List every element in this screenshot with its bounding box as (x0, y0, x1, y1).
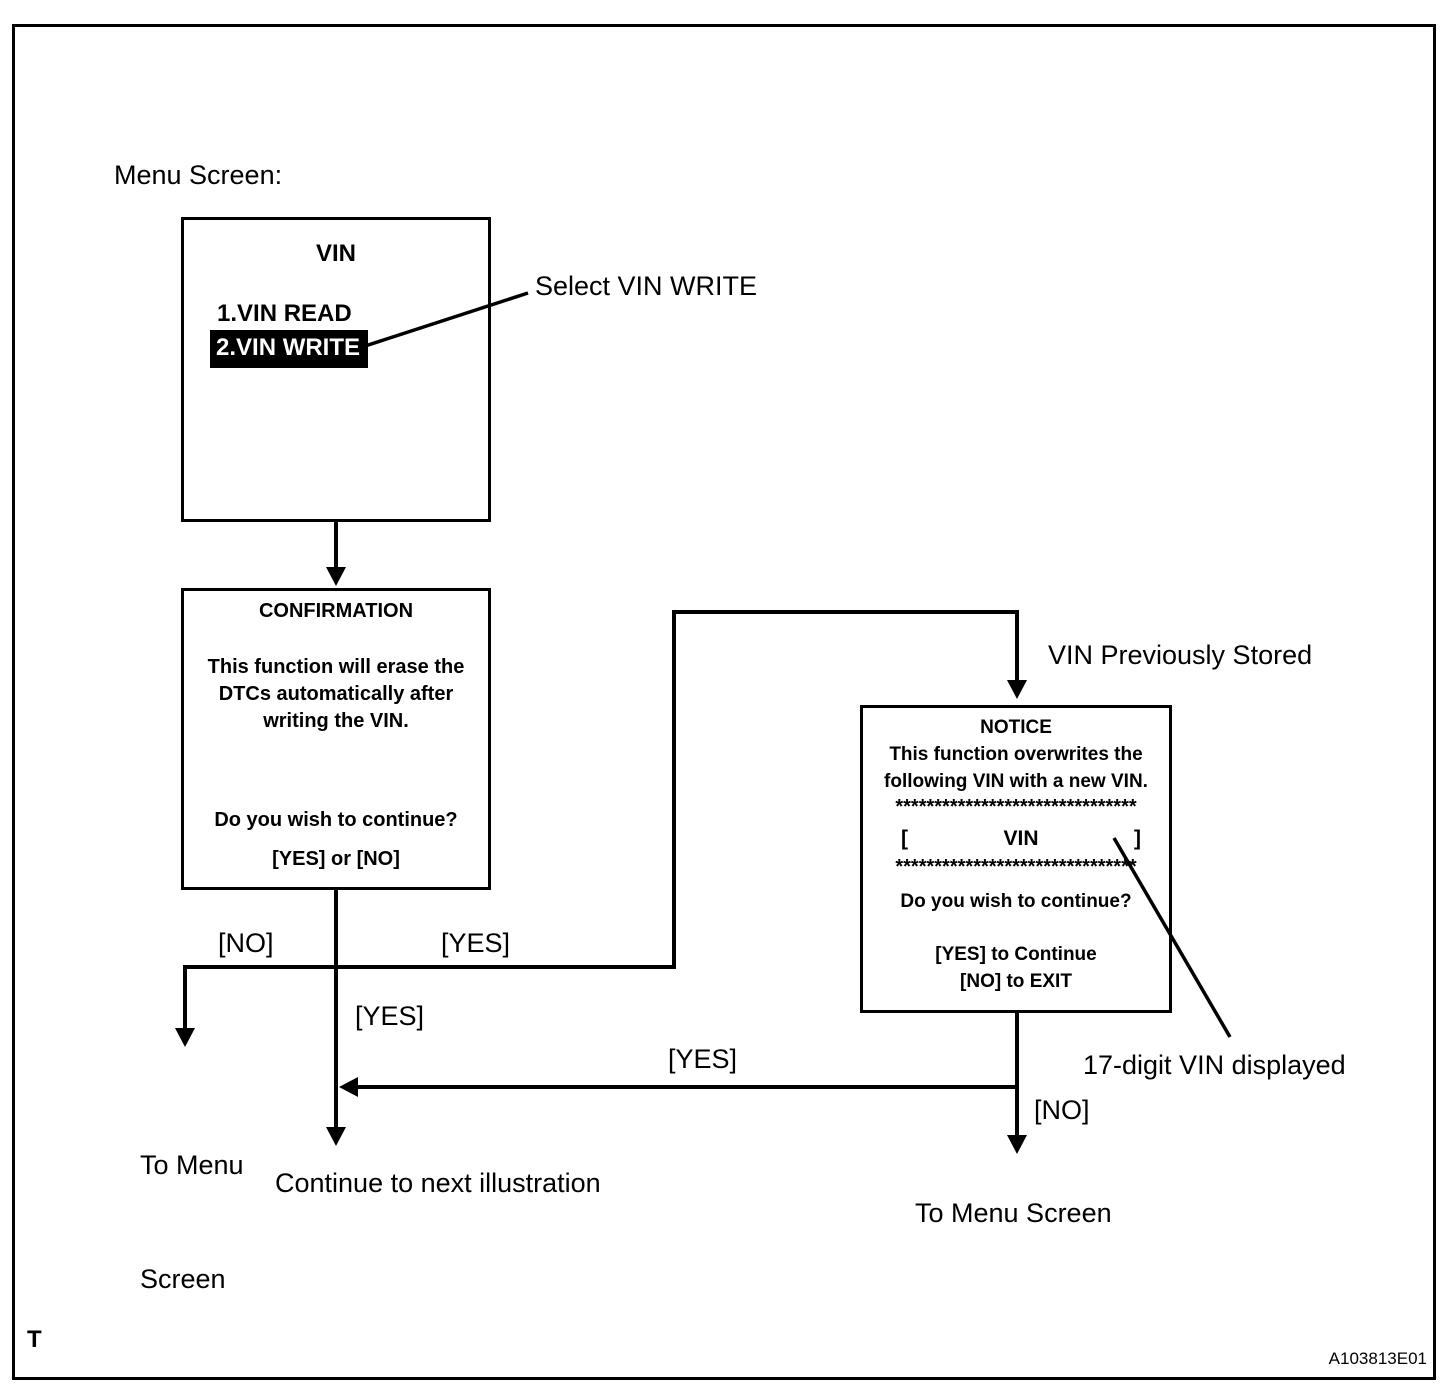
confirmation-yes-label: [YES] (441, 928, 511, 958)
arrowhead-into-confirmation (326, 567, 346, 586)
connector-vin-to-confirmation (334, 522, 338, 570)
connector-notice-yes-return (357, 1085, 1019, 1089)
arrowhead-to-menu-screen-right (1007, 1135, 1027, 1154)
arrowhead-continue-next (326, 1127, 346, 1146)
menu-item-vin-write-highlighted: 2.VIN WRITE (210, 330, 369, 368)
to-menu-line1: To Menu (140, 1150, 244, 1180)
to-menu-line2: Screen (140, 1264, 226, 1294)
arrowhead-yes-return (339, 1077, 358, 1097)
center-yes-label: [YES] (355, 1001, 425, 1031)
confirmation-body: This function will erase the DTCs automa… (184, 654, 488, 735)
confirmation-box: CONFIRMATION This function will erase th… (181, 588, 491, 890)
vin-field-label: VIN (1003, 827, 1039, 850)
connector-into-notice (1015, 610, 1019, 683)
to-menu-screen-left-label: To Menu Screen (140, 1070, 244, 1374)
continue-next-illustration-label: Continue to next illustration (275, 1168, 601, 1198)
confirmation-question: Do you wish to continue? (214, 809, 458, 831)
notice-no-action: [NO] to EXIT (960, 971, 1072, 992)
notice-box: NOTICE This function overwrites the foll… (860, 705, 1172, 1013)
notice-yes-action: [YES] to Continue (935, 944, 1097, 965)
notice-no-label: [NO] (1034, 1095, 1090, 1125)
connector-notice-down (1015, 1013, 1019, 1138)
confirmation-options: [YES] or [NO] (272, 848, 400, 870)
to-menu-screen-right-label: To Menu Screen (915, 1198, 1112, 1228)
confirmation-no-label: [NO] (218, 928, 274, 958)
notice-title: NOTICE (980, 717, 1052, 738)
menu-screen-label: Menu Screen: (114, 160, 283, 190)
confirmation-title: CONFIRMATION (258, 600, 414, 622)
confirmation-body-line: This function will erase the (207, 656, 465, 678)
page-corner-mark: T (27, 1326, 42, 1353)
notice-question: Do you wish to continue? (900, 891, 1132, 912)
vin-open-bracket: [ (901, 827, 908, 850)
vin-menu-box: VIN 1.VIN READ 2.VIN WRITE (181, 217, 491, 522)
connector-branch-horizontal (183, 965, 676, 969)
vin-display-field: [ VIN ] (901, 827, 1141, 851)
vin-previously-stored-label: VIN Previously Stored (1048, 640, 1313, 670)
arrowhead-into-notice (1007, 680, 1027, 699)
asterisk-separator: ******************************* (895, 856, 1137, 878)
connector-confirmation-down (334, 890, 338, 1130)
select-vin-write-callout: Select VIN WRITE (535, 271, 758, 301)
notice-body-line: This function overwrites the (889, 744, 1143, 765)
page-border (12, 24, 1436, 1380)
arrowhead-to-menu-screen-left (175, 1028, 195, 1047)
figure-code: A103813E01 (1328, 1349, 1427, 1368)
menu-item-vin-read: 1.VIN READ (217, 300, 352, 327)
confirmation-body-line: writing the VIN. (263, 710, 409, 732)
notice-body-line: following VIN with a new VIN. (884, 771, 1148, 792)
asterisk-separator: ******************************* (895, 796, 1137, 818)
confirmation-body-line: DTCs automatically after (218, 683, 454, 705)
notice-yes-label: [YES] (668, 1044, 738, 1074)
vin-close-bracket: ] (1133, 827, 1141, 850)
connector-yes-riser (672, 610, 676, 969)
connector-yes-top-horizontal (672, 610, 1019, 614)
connector-no-branch-down (183, 965, 187, 1031)
seventeen-digit-vin-label: 17-digit VIN displayed (1083, 1050, 1346, 1080)
vin-box-title: VIN (315, 240, 356, 267)
